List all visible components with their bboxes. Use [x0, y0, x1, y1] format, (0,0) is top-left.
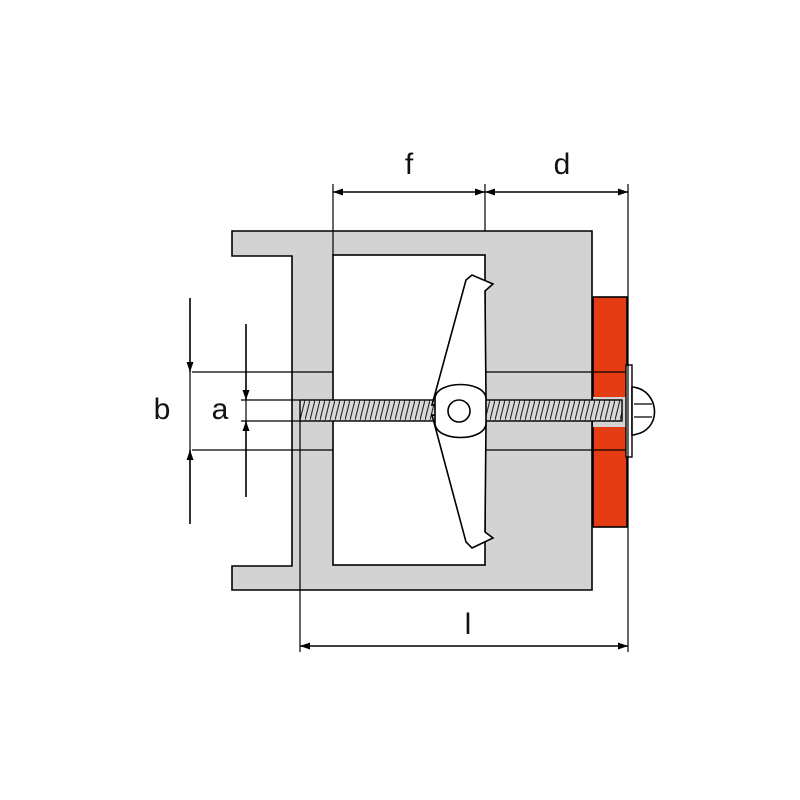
- bolt-head: [631, 386, 656, 436]
- dimension-d: d: [485, 148, 629, 652]
- spring-toggle: [430, 274, 495, 549]
- bore-lines: [192, 371, 630, 451]
- washer: [625, 364, 633, 458]
- label-l: l: [465, 608, 472, 641]
- label-d: d: [554, 148, 571, 181]
- dimension-a: a: [212, 324, 250, 497]
- dimension-b: b: [154, 298, 194, 524]
- label-f: f: [405, 148, 414, 181]
- label-b: b: [154, 393, 171, 426]
- toggle-pivot-icon: [447, 399, 471, 423]
- dimension-l: l: [299, 421, 628, 652]
- label-a: a: [212, 393, 229, 426]
